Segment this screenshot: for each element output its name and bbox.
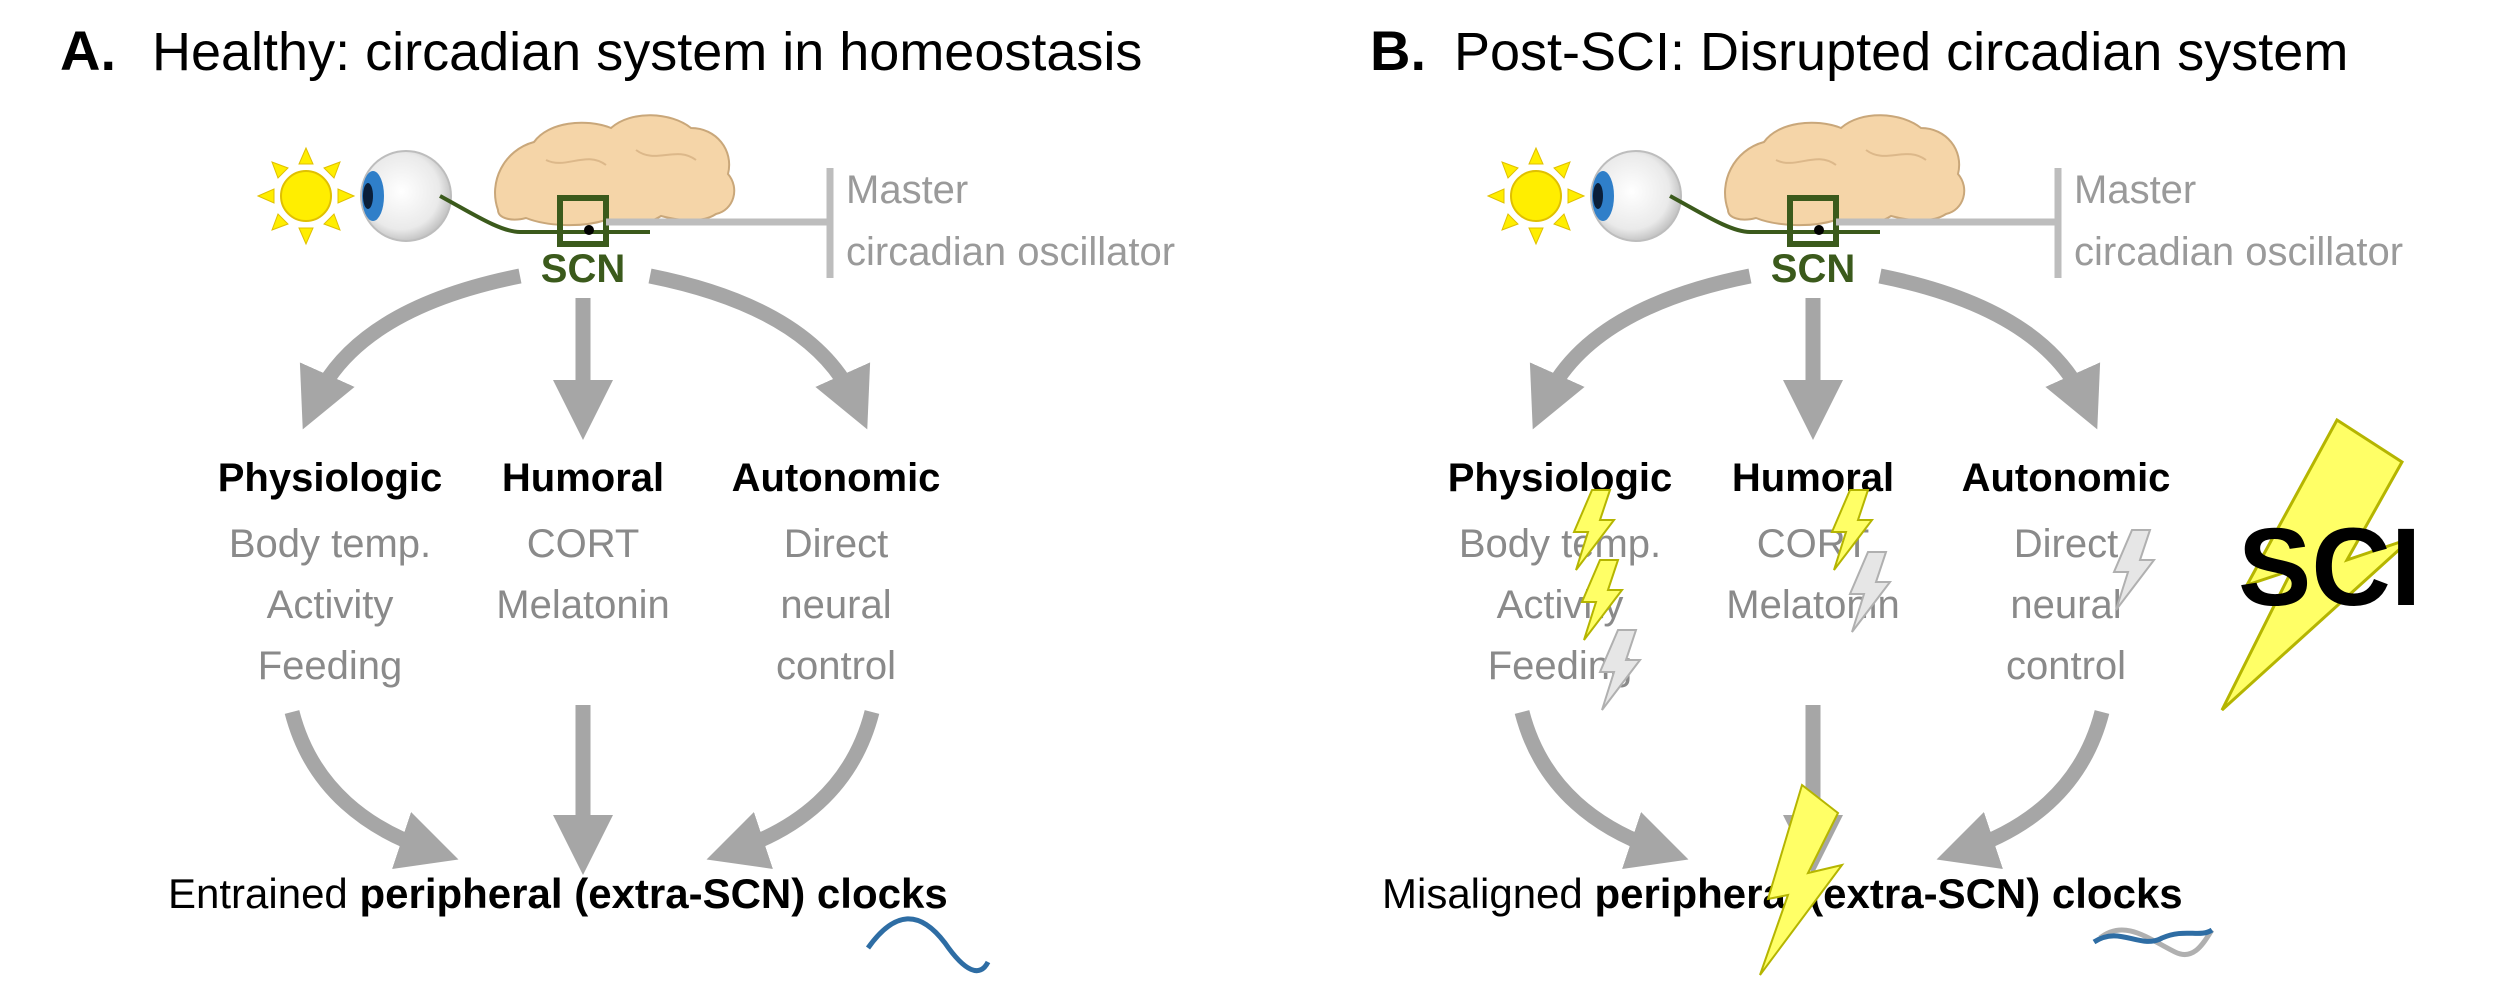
category-humoral: Humoral (502, 456, 664, 500)
category-humoral: Humoral (1732, 456, 1894, 500)
sun-icon (1487, 147, 1585, 245)
panel-a-title: Healthy: circadian system in homeostasis (152, 22, 1142, 82)
category-physiologic: Physiologic (218, 456, 443, 500)
sun-icon (257, 147, 355, 245)
item-melatonin: Melatonin (496, 583, 669, 627)
optic-nerve (439, 194, 650, 234)
bottom-prefix: Entrained (168, 870, 359, 917)
arrow-to-physiologic (1529, 268, 1752, 430)
brain-icon (494, 114, 736, 227)
item-neural: neural (780, 583, 891, 627)
category-autonomic: Autonomic (732, 456, 941, 500)
eye-icon (360, 150, 452, 242)
arrow-physiologic-to-clocks (1514, 710, 1689, 869)
item-activity: Activity (267, 583, 394, 627)
optic-nerve (1669, 194, 1880, 234)
scn-output-arrows (299, 268, 871, 440)
item-direct: Direct (2014, 522, 2118, 566)
peripheral-arrows (284, 705, 880, 875)
item-neural: neural (2010, 583, 2121, 627)
lightning-bolt-icon (2113, 529, 2155, 611)
scn-label: SCN (1771, 247, 1855, 291)
master-label-line2: circadian oscillator (846, 230, 1175, 274)
panel-a-bottom-label: Entrained peripheral (extra-SCN) clocks (168, 870, 948, 917)
scn-dot (584, 225, 594, 235)
misaligned-wave-blue (2092, 927, 2214, 945)
misaligned-wave-gray (2098, 927, 2215, 957)
scn-output-arrows (1529, 268, 2101, 440)
category-autonomic: Autonomic (1962, 456, 2171, 500)
bottom-bold: peripheral (extra-SCN) clocks (359, 870, 947, 917)
master-label-line1: Master (2074, 168, 2196, 212)
brain-icon (1724, 114, 1966, 227)
panel-b-letter: B. (1370, 19, 1426, 82)
entrained-rhythm-wave (865, 916, 991, 974)
panel-b: B. Post-SCI: Disrupted circadian system … (1370, 19, 2421, 976)
arrow-autonomic-to-clocks (1936, 710, 2110, 869)
bottom-bold: peripheral (extra-SCN) clocks (1594, 870, 2182, 917)
panel-a: A. Healthy: circadian system in homeosta… (60, 19, 1175, 974)
sci-label: SCI (2238, 506, 2421, 629)
bottom-prefix: Misaligned (1382, 870, 1594, 917)
scn-label: SCN (541, 247, 625, 291)
lightning-bolt-icon (1599, 629, 1641, 711)
item-body-temp: Body temp. (229, 522, 431, 566)
arrow-to-autonomic (1878, 268, 2101, 430)
arrow-autonomic-to-clocks (706, 710, 880, 869)
master-label-line1: Master (846, 168, 968, 212)
item-direct: Direct (784, 522, 888, 566)
category-physiologic: Physiologic (1448, 456, 1673, 500)
panel-b-title: Post-SCI: Disrupted circadian system (1454, 22, 2348, 82)
item-control: control (776, 644, 896, 688)
item-control: control (2006, 644, 2126, 688)
scn-dot (1814, 225, 1824, 235)
arrow-physiologic-to-clocks (284, 710, 459, 869)
master-label-line2: circadian oscillator (2074, 230, 2403, 274)
item-cort: CORT (527, 522, 640, 566)
arrow-to-physiologic (299, 268, 522, 430)
arrow-to-autonomic (648, 268, 871, 430)
eye-icon (1590, 150, 1682, 242)
item-body-temp: Body temp. (1459, 522, 1661, 566)
panel-a-letter: A. (60, 19, 116, 82)
item-feeding: Feeding (258, 644, 403, 688)
panel-b-bottom-label: Misaligned peripheral (extra-SCN) clocks (1382, 870, 2183, 917)
